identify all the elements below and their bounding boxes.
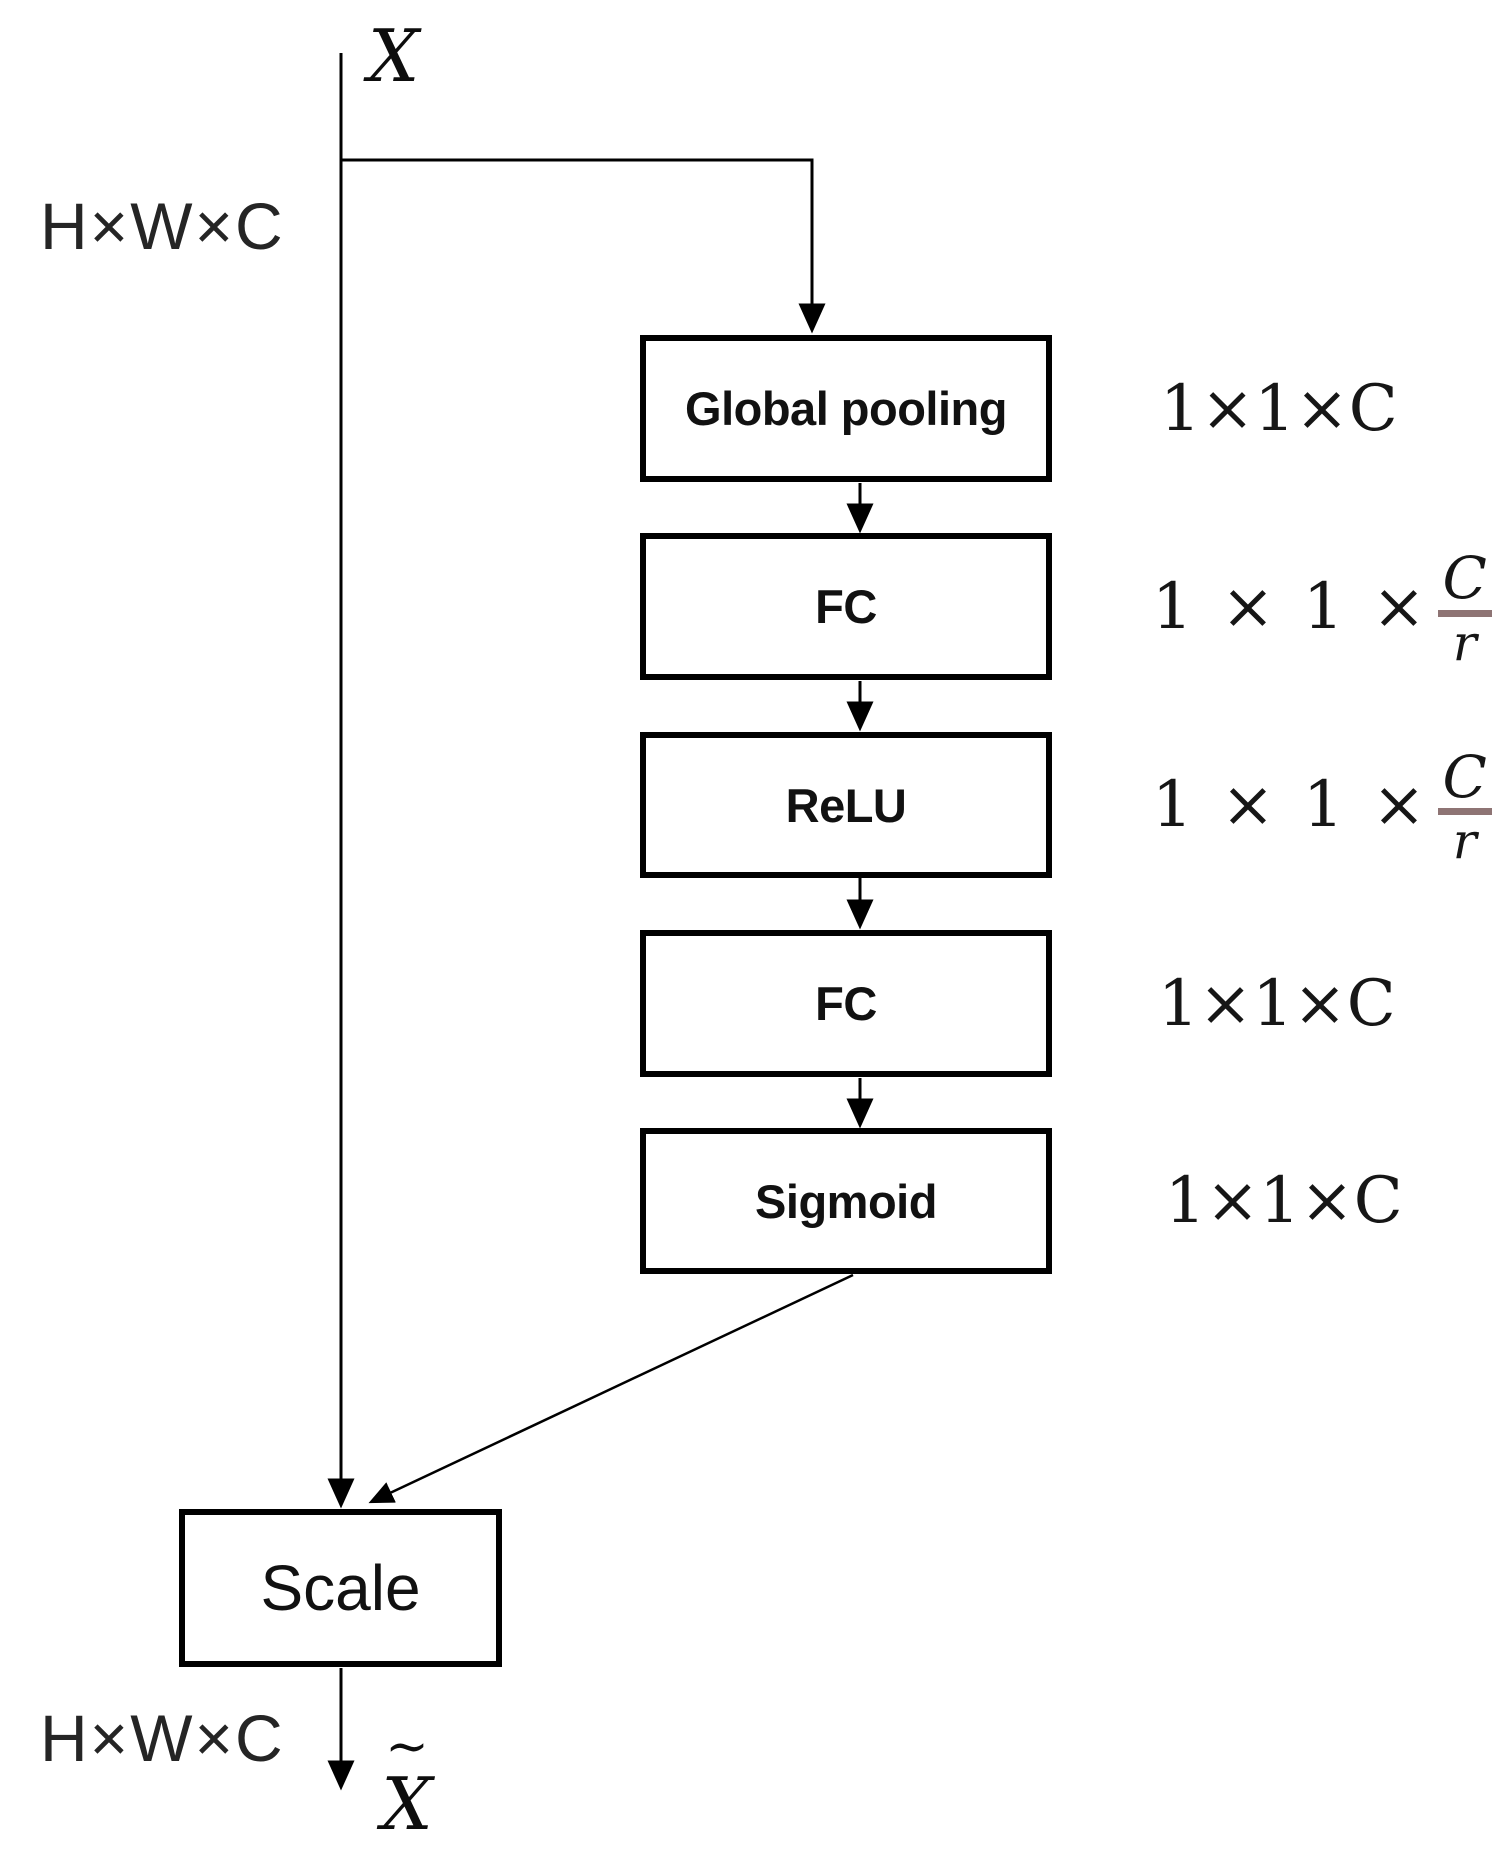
scale-label: Scale: [260, 1552, 421, 1624]
output-dims-label: H×W×C: [40, 1701, 285, 1775]
input-symbol-x: X: [368, 14, 420, 98]
output-symbol-x-tilde: ~ X: [372, 1717, 442, 1846]
fraction: C r: [1437, 742, 1492, 871]
fc2-box: FC: [640, 930, 1052, 1077]
dim-global-pooling: 1×1×C: [1160, 335, 1398, 482]
sigmoid-label: Sigmoid: [755, 1174, 937, 1228]
fc1-box: FC: [640, 533, 1052, 680]
branch-line: [341, 158, 826, 334]
fc1-label: FC: [815, 580, 877, 633]
tilde-accent: ~: [385, 1717, 429, 1777]
dim-relu: 1 × 1 × C r: [1152, 732, 1492, 878]
scale-box: Scale: [179, 1509, 502, 1667]
dim-fc1: 1 × 1 × C r: [1152, 533, 1492, 680]
fraction-numerator: C: [1442, 544, 1487, 613]
dim-text: 1 × 1 ×: [1152, 569, 1426, 644]
output-symbol-x: X: [381, 1761, 433, 1846]
dim-text: 1×1×C: [1160, 371, 1398, 446]
dim-sigmoid: 1×1×C: [1165, 1128, 1403, 1274]
fraction-numerator: C: [1442, 742, 1487, 811]
fraction-denominator: r: [1452, 812, 1477, 871]
dim-text: 1×1×C: [1165, 1164, 1403, 1238]
dim-fc2: 1×1×C: [1158, 930, 1396, 1077]
sigmoid-box: Sigmoid: [640, 1128, 1052, 1274]
dim-text: 1 × 1 ×: [1152, 768, 1426, 842]
relu-box: ReLU: [640, 732, 1052, 878]
input-dims-label: H×W×C: [40, 189, 285, 263]
fraction-bar: [1437, 808, 1492, 816]
arrow-sigmoid-to-scale: [368, 1273, 854, 1504]
dim-text: 1×1×C: [1158, 966, 1396, 1041]
fraction-denominator: r: [1452, 613, 1477, 672]
fraction-bar: [1437, 609, 1492, 617]
fc2-label: FC: [815, 977, 877, 1030]
global-pooling-label: Global pooling: [685, 382, 1007, 435]
global-pooling-box: Global pooling: [640, 335, 1052, 482]
fraction: C r: [1437, 544, 1492, 672]
relu-label: ReLU: [785, 778, 907, 832]
